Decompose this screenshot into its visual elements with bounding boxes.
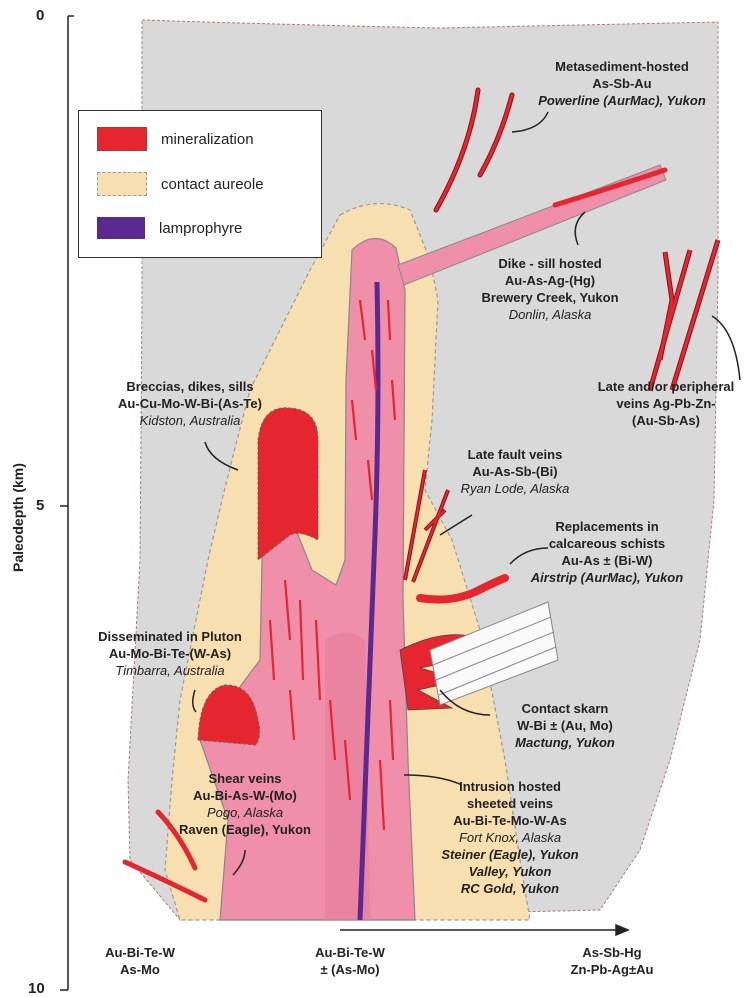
text: RC Gold, Yukon xyxy=(430,880,590,897)
text: Metasediment-hosted xyxy=(522,58,722,75)
text: Fort Knox, Alaska xyxy=(430,829,590,846)
label-peripheral: Late and/or peripheral veins Ag-Pb-Zn- (… xyxy=(586,378,746,429)
text: sheeted veins xyxy=(430,795,590,812)
text: Au-Bi-Te-Mo-W-As xyxy=(430,812,590,829)
text: Au-As-Ag-(Hg) xyxy=(465,272,635,289)
legend-item-lamprophyre: lamprophyre xyxy=(97,217,242,239)
label-dike-sill: Dike - sill hosted Au-As-Ag-(Hg) Brewery… xyxy=(465,255,635,323)
text: Intrusion hosted xyxy=(430,778,590,795)
text: Timbarra, Australia xyxy=(80,662,260,679)
label-metasediment: Metasediment-hosted As-Sb-Au Powerline (… xyxy=(522,58,722,109)
text: Pogo, Alaska xyxy=(165,804,325,821)
text: Au-Cu-Mo-W-Bi-(As-Te) xyxy=(100,395,280,412)
legend-swatch xyxy=(97,127,147,151)
text: calcareous schists xyxy=(512,535,702,552)
legend-swatch xyxy=(97,217,145,239)
bottom-label-middle: Au-Bi-Te-W ± (As-Mo) xyxy=(295,944,405,978)
text: Late and/or peripheral xyxy=(586,378,746,395)
bottom-label-left: Au-Bi-Te-W As-Mo xyxy=(90,944,190,978)
text: W-Bi ± (Au, Mo) xyxy=(495,717,635,734)
legend-label: contact aureole xyxy=(161,176,264,193)
text: Au-Bi-As-W-(Mo) xyxy=(165,787,325,804)
legend: mineralization contact aureole lamprophy… xyxy=(78,110,322,258)
bottom-label-right: As-Sb-Hg Zn-Pb-Ag±Au xyxy=(552,944,672,978)
label-sheeted: Intrusion hosted sheeted veins Au-Bi-Te-… xyxy=(430,778,590,897)
text: ± (As-Mo) xyxy=(295,961,405,978)
legend-label: mineralization xyxy=(161,131,254,148)
text: Brewery Creek, Yukon xyxy=(465,289,635,306)
label-fault: Late fault veins Au-As-Sb-(Bi) Ryan Lode… xyxy=(450,446,580,497)
legend-label: lamprophyre xyxy=(159,220,242,237)
legend-swatch xyxy=(97,172,147,196)
text: Donlin, Alaska xyxy=(465,306,635,323)
text: Zn-Pb-Ag±Au xyxy=(552,961,672,978)
label-replacements: Replacements in calcareous schists Au-As… xyxy=(512,518,702,586)
bottom-arrow xyxy=(340,925,628,935)
text: As-Mo xyxy=(90,961,190,978)
label-breccias: Breccias, dikes, sills Au-Cu-Mo-W-Bi-(As… xyxy=(100,378,280,429)
label-skarn: Contact skarn W-Bi ± (Au, Mo) Mactung, Y… xyxy=(495,700,635,751)
text: (Au-Sb-As) xyxy=(586,412,746,429)
text: Shear veins xyxy=(165,770,325,787)
text: Raven (Eagle), Yukon xyxy=(165,821,325,838)
text: Au-Bi-Te-W xyxy=(295,944,405,961)
text: Au-Bi-Te-W xyxy=(90,944,190,961)
text: Kidston, Australia xyxy=(100,412,280,429)
text: Late fault veins xyxy=(450,446,580,463)
text: Ryan Lode, Alaska xyxy=(450,480,580,497)
text: Au-As ± (Bi-W) xyxy=(512,552,702,569)
label-shear: Shear veins Au-Bi-As-W-(Mo) Pogo, Alaska… xyxy=(165,770,325,838)
text: Airstrip (AurMac), Yukon xyxy=(512,569,702,586)
text: Powerline (AurMac), Yukon xyxy=(522,92,722,109)
text: Dike - sill hosted xyxy=(465,255,635,272)
y-axis-label: Paleodepth (km) xyxy=(10,463,26,572)
tick-0: 0 xyxy=(36,7,44,24)
text: veins Ag-Pb-Zn- xyxy=(586,395,746,412)
text: Replacements in xyxy=(512,518,702,535)
legend-item-contact-aureole: contact aureole xyxy=(97,172,264,196)
text: Breccias, dikes, sills xyxy=(100,378,280,395)
y-axis xyxy=(60,16,74,990)
text: As-Sb-Hg xyxy=(552,944,672,961)
label-disseminated: Disseminated in Pluton Au-Mo-Bi-Te-(W-As… xyxy=(80,628,260,679)
text: As-Sb-Au xyxy=(522,75,722,92)
text: Steiner (Eagle), Yukon xyxy=(430,846,590,863)
text: Au-Mo-Bi-Te-(W-As) xyxy=(80,645,260,662)
text: Disseminated in Pluton xyxy=(80,628,260,645)
text: Mactung, Yukon xyxy=(495,734,635,751)
text: Contact skarn xyxy=(495,700,635,717)
legend-item-mineralization: mineralization xyxy=(97,127,254,151)
text: Au-As-Sb-(Bi) xyxy=(450,463,580,480)
tick-5: 5 xyxy=(36,497,44,514)
text: Valley, Yukon xyxy=(430,863,590,880)
tick-10: 10 xyxy=(28,980,45,997)
